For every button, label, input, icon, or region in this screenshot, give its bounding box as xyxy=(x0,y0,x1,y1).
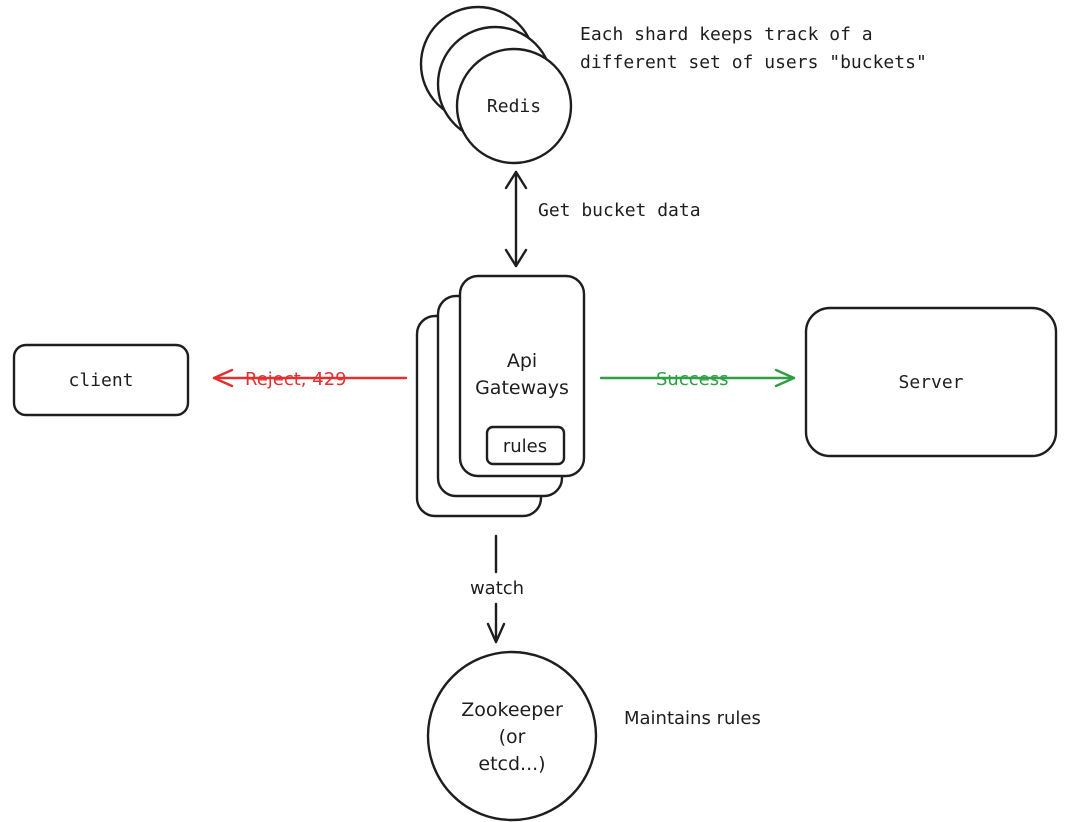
zookeeper-label-line1: Zookeeper xyxy=(461,699,563,721)
api-gateways-label-line1: Api xyxy=(507,350,537,372)
rules-box xyxy=(485,425,566,466)
zookeeper-note: Maintains rules xyxy=(624,708,761,729)
client-label: client xyxy=(68,370,133,391)
redis-note-line2: different set of users "buckets" xyxy=(580,52,927,73)
client-box xyxy=(12,343,190,417)
redis-shards: Redis xyxy=(419,5,573,165)
redis-gateway-arrow xyxy=(504,170,528,268)
watch-label: watch xyxy=(470,578,524,599)
rules-label: rules xyxy=(503,436,547,457)
success-label: Success xyxy=(656,369,728,390)
watch-arrow xyxy=(486,534,506,644)
server-node: Server xyxy=(804,306,1058,458)
redis-gateway-label: Get bucket data xyxy=(538,200,701,221)
api-gateways-label-line2: Gateways xyxy=(475,377,569,399)
redis-shard-front xyxy=(455,47,573,165)
reject-label: Reject, 429 xyxy=(245,369,347,390)
reject-arrow xyxy=(212,368,408,388)
api-gateways: Api Gateways rules xyxy=(415,274,586,518)
zookeeper-label-line3: etcd...) xyxy=(478,753,545,775)
zookeeper-label-line2: (or xyxy=(499,726,526,748)
server-box xyxy=(804,306,1058,458)
client-node: client xyxy=(12,343,190,417)
zookeeper-node: Zookeeper (or etcd...) xyxy=(426,650,598,822)
zookeeper-circle xyxy=(426,650,598,822)
redis-label: Redis xyxy=(487,96,541,117)
redis-note-line1: Each shard keeps track of a xyxy=(580,24,873,45)
success-arrow xyxy=(599,368,796,388)
server-label: Server xyxy=(898,372,963,393)
